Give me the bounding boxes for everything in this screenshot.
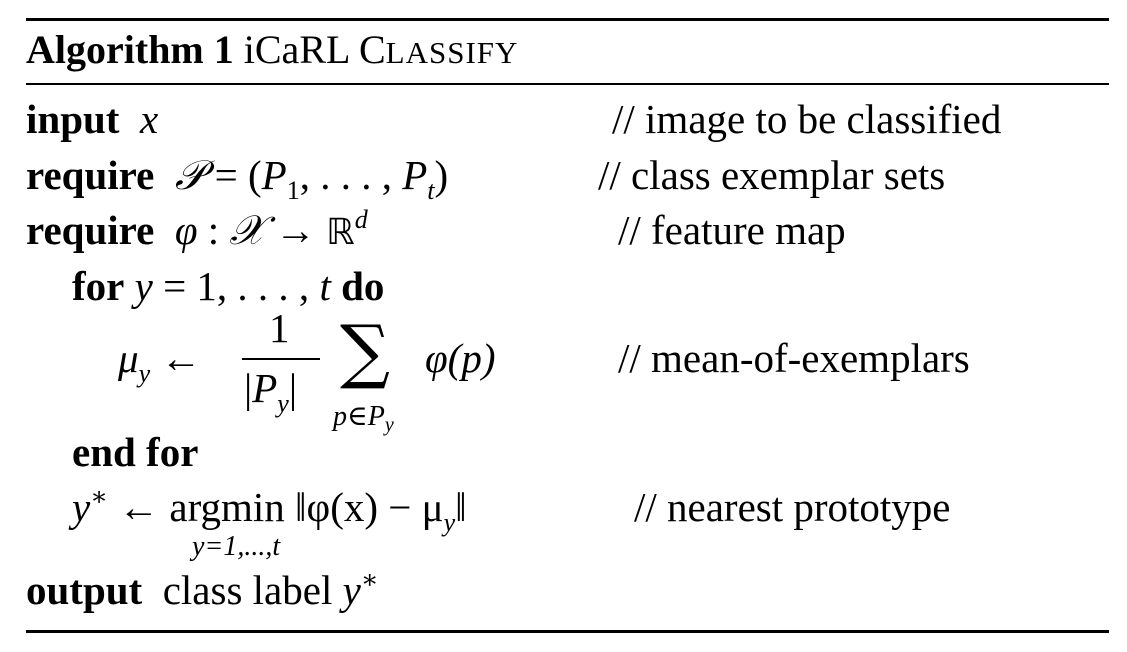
output-text: class label [162,567,343,613]
do-keyword: do [341,263,385,309]
algorithm-label: Algorithm 1 [26,27,234,72]
norm-expression: ‖φ(x) − μy‖ [295,484,467,536]
algorithm-name-cap: C [358,27,386,72]
loop-bound: t [319,263,331,309]
argmin-operator: argmin [169,484,285,530]
p1-subscript: 1 [286,176,300,205]
norm-close: ‖ [455,484,467,530]
p1-symbol: P [261,152,287,198]
output-keyword: output [26,567,143,613]
output-superscript: ∗ [360,565,379,594]
summation-symbol: ∑ [340,310,390,392]
assign-arrow-2: ← [107,484,160,530]
pt-subscript: t [427,176,435,205]
fraction-bar [242,358,320,360]
ellipsis: , . . . , [299,152,403,198]
norm-mu-subscript: y [443,508,456,537]
output-line: output class label y∗ [26,565,378,615]
fraction-denominator: |Py| [244,364,298,417]
reals-symbol: ℝ [326,212,355,253]
summation-subscript: p∈Py [333,401,394,436]
require-exemplars-line: require 𝒫 = (P1, . . . , Pt) [26,150,449,204]
bottom-rule [26,630,1109,633]
phi-symbol: φ [174,207,198,253]
for-line: for y = 1, . . . , t do [72,261,384,311]
summation-index-subscript: y [384,414,394,436]
summation-index: p∈P [333,401,385,432]
loop-variable: y [134,263,153,309]
algorithm-name-prefix: iCaRL [243,27,349,72]
require-keyword: require [26,152,155,198]
abs-open: | [244,365,253,411]
loop-range: = 1, . . . , [152,263,320,309]
end-for-keyword: end for [72,429,199,475]
require-keyword-2: require [26,207,155,253]
norm-body: ‖φ(x) − μ [295,484,444,530]
argmin-subscript: y=1,...,t [192,531,281,562]
algorithm-title: Algorithm 1 iCaRL CLASSIFY [26,26,518,77]
ystar-superscript: ∗ [90,482,108,511]
close-paren: ) [434,152,449,198]
mu-symbol: μ [118,335,139,381]
output-variable: y [342,567,361,613]
assign-arrow: ← [150,335,202,381]
exemplar-sets-symbol: 𝒫 [174,151,205,199]
denominator-P: P [252,365,278,411]
pt-symbol: P [402,152,428,198]
mean-lhs: μy ← [118,333,202,387]
header-rule [26,83,1109,85]
maps-to-arrow: → [264,207,327,253]
dimension-superscript: d [354,205,368,234]
mu-subscript: y [138,359,151,388]
phi-of-p: φ(p) [425,335,496,381]
abs-close: | [288,365,298,411]
colon: : [197,207,230,253]
require-feature-map-line: require φ : 𝒳 → ℝd [26,205,368,258]
domain-symbol: 𝒳 [229,206,265,254]
input-variable: x [139,96,159,142]
for-keyword: for [72,263,125,309]
feature-map-comment: // feature map [618,207,846,253]
mean-comment: // mean-of-exemplars [618,335,970,381]
fraction-numerator: 1 [269,305,290,351]
end-for-line: end for [72,427,198,477]
ystar-variable: y [72,484,91,530]
nearest-comment: // nearest prototype [634,484,951,530]
input-line: input x [26,94,158,144]
denominator-subscript: y [277,389,289,418]
top-rule [26,18,1109,21]
argmin-line: y∗ ← argmin ‖φ(x) − μy‖ [72,482,467,536]
input-keyword: input [26,96,120,142]
equals-paren: = ( [204,152,262,198]
exemplar-sets-comment: // class exemplar sets [598,152,946,198]
algorithm-name-rest: LASSIFY [385,35,519,70]
input-comment: // image to be classified [612,96,1002,142]
